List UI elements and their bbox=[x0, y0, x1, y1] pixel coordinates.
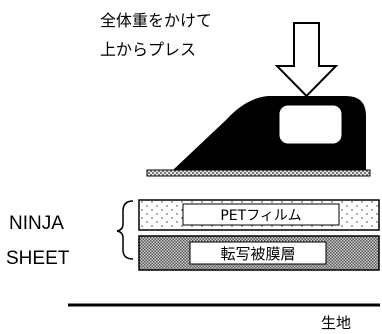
sheet-label-line-1: NINJA bbox=[9, 213, 64, 234]
pet-label-box bbox=[182, 203, 340, 226]
transfer-coating-layer: 転写被膜層 bbox=[138, 235, 380, 271]
transfer-coating-label: 転写被膜層 bbox=[220, 245, 295, 263]
iron-plate bbox=[146, 169, 371, 177]
instruction-line-1: 全体重をかけて bbox=[100, 11, 212, 30]
pet-film-layer: PETフィルム bbox=[138, 199, 380, 231]
transfer-label-box bbox=[189, 241, 327, 265]
press-iron bbox=[146, 96, 371, 177]
instruction-line-2: 上からプレス bbox=[100, 40, 196, 59]
pet-film-label: PETフィルム bbox=[220, 208, 301, 224]
sheet-label-line-2: SHEET bbox=[6, 248, 70, 269]
sheet-bracket bbox=[116, 200, 134, 260]
down-arrow-icon bbox=[274, 22, 339, 98]
fabric-label: 生地 bbox=[321, 314, 351, 332]
iron-window bbox=[278, 104, 343, 145]
